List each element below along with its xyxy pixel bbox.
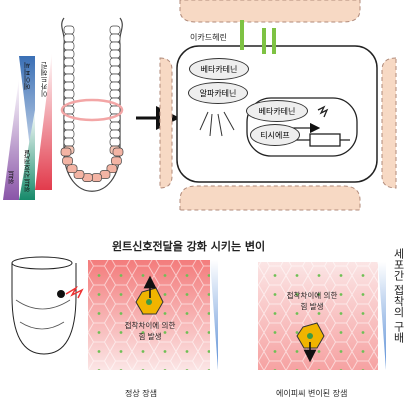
crypt-cell (63, 41, 75, 51)
crypt-cell (63, 137, 75, 147)
crypt-cell (109, 57, 121, 67)
crypt-cell (66, 164, 78, 174)
normal-force-label: 접착차이에 의한 힘 발생 (124, 321, 176, 341)
crypt-cell (63, 89, 75, 99)
actin-rays (199, 111, 235, 137)
ecad-receptors (240, 20, 276, 54)
crypt-cell (62, 156, 73, 166)
energy-well (11, 256, 84, 355)
ecad-gradient-wedge (35, 52, 52, 190)
crypt-cell (109, 137, 121, 147)
crypt-cell (111, 156, 122, 166)
beta-catenin-nuclear: 베타카테닌 (246, 100, 308, 122)
transition-zone-ring (60, 98, 124, 122)
wnt-gradient-wedge (3, 78, 19, 200)
epha-label: 에이피씨 (23, 62, 31, 90)
crypt-cell (91, 173, 102, 182)
normal-tissue-panel (88, 260, 218, 370)
crypt-cell (109, 89, 121, 99)
crypt-cell (109, 33, 121, 43)
crypt-cell (109, 121, 121, 131)
crypt-cell (109, 105, 121, 115)
crypt-cell (63, 65, 75, 75)
ecad-label: 이카드헤린 (40, 62, 48, 97)
wnt-label: 윈트 (7, 170, 15, 184)
tcf-factor: 티시에프 (250, 124, 300, 146)
crypt-cell (109, 129, 121, 139)
crypt-cell (63, 105, 75, 115)
crypt-cell (109, 81, 121, 91)
crypt-cell (63, 129, 75, 139)
crypt-cell (63, 25, 75, 35)
crypt-cell (63, 73, 75, 83)
crypt-cell (63, 33, 75, 43)
neighbor-cells (159, 0, 397, 211)
target-gene (283, 105, 350, 147)
crypt-cell (63, 81, 75, 91)
crypt-cell (109, 49, 121, 59)
crypt-cell (106, 164, 118, 174)
intestinal-crypt (60, 17, 124, 192)
ecad-receptor-label: 이카드헤린 (190, 33, 227, 42)
crypt-cell (63, 121, 75, 131)
crypt-cell (109, 65, 121, 75)
mutant-crypt-label: 에이피씨 변이된 장샘 (276, 389, 348, 398)
bottom-title: 윈트신호전달을 강화 시키는 변이 (112, 240, 266, 253)
wnt-signaling-label: 윈트신호전달 (23, 150, 31, 192)
crypt-cell (60, 147, 72, 157)
mutant-force-label: 접착차이에 의한 힘 발생 (286, 291, 338, 311)
alpha-catenin: 알파카테닌 (188, 82, 248, 104)
adhesion-gradient-caption: 세포간 접착의 구배 (392, 248, 405, 343)
crypt-cell (109, 73, 121, 83)
normal-crypt-label: 정상 장샘 (125, 389, 157, 398)
crypt-cell (73, 170, 85, 179)
wnt-signaling-gradient-wedge (19, 110, 35, 200)
crypt-cell (63, 49, 75, 59)
crypt-cell (109, 41, 121, 51)
mutant-tissue-panel (258, 262, 386, 370)
crypt-cell (63, 57, 75, 67)
crypt-cell (112, 147, 124, 157)
beta-catenin-membrane: 베타카테닌 (189, 58, 249, 80)
crypt-cell (109, 25, 121, 35)
